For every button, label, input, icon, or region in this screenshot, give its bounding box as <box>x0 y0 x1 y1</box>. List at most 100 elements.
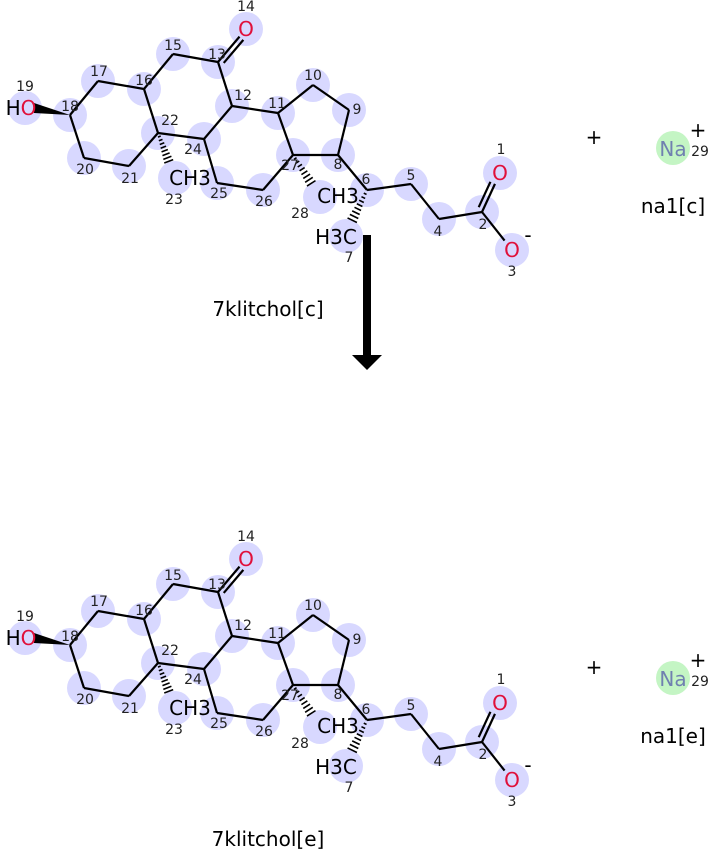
bond <box>481 211 506 242</box>
atom-number: 21 <box>121 171 139 187</box>
atom-number: 13 <box>208 577 226 593</box>
bond <box>337 684 368 721</box>
hashed-bond <box>293 687 316 717</box>
bond <box>481 713 496 743</box>
methyl-label: CH3 <box>317 184 359 208</box>
atom-number: 9 <box>353 102 362 118</box>
atom-number: 14 <box>237 0 255 15</box>
bond <box>222 39 245 64</box>
bond <box>97 79 145 91</box>
atom-number: 22 <box>161 643 179 659</box>
bond <box>262 154 294 191</box>
bond <box>276 642 295 686</box>
bond <box>366 712 412 722</box>
atom-number: 5 <box>407 698 416 714</box>
hashed-bond <box>347 722 367 754</box>
atom-number: 2 <box>479 217 488 233</box>
atom-number: 29 <box>691 674 709 690</box>
atom-highlight <box>158 691 192 725</box>
sodium-highlight <box>656 131 690 165</box>
methyl-label: H3C <box>315 225 357 249</box>
hashed-bond <box>157 135 174 164</box>
bonds <box>34 35 506 242</box>
oxygen-label: O <box>238 17 254 41</box>
atom-number: 5 <box>407 168 416 184</box>
bond <box>216 181 264 192</box>
atom-number: 8 <box>334 157 343 173</box>
bond <box>216 61 234 107</box>
atom-number: 3 <box>508 264 517 280</box>
atom-number: 26 <box>255 724 273 740</box>
bond <box>477 711 492 738</box>
bond <box>222 569 245 594</box>
atom-highlight <box>329 749 363 783</box>
atom-number: 28 <box>291 206 309 222</box>
atom-number: 10 <box>304 68 322 84</box>
atom-number: 25 <box>210 716 228 732</box>
bond <box>438 210 483 221</box>
hydroxyl-label: HO <box>6 626 37 650</box>
bond <box>216 711 264 722</box>
atom-number: 18 <box>61 99 79 115</box>
atom-number: 24 <box>184 142 202 158</box>
atom-number: 27 <box>281 688 299 704</box>
sodium-label: Na <box>659 137 686 161</box>
oxygen-label: O <box>492 691 508 715</box>
atom-number: 1 <box>497 142 506 158</box>
atom-highlights <box>8 542 529 797</box>
bond <box>312 84 350 111</box>
reactant-side: OOO-HOCH3CH3H3C1234567891011121314151617… <box>6 0 709 321</box>
atom-highlights <box>8 12 529 267</box>
atom-highlight <box>303 180 337 214</box>
atom-number: 3 <box>508 794 517 810</box>
atom-number: 7 <box>345 250 354 266</box>
ion-name: na1[e] <box>640 724 706 748</box>
atom-number: 4 <box>434 224 443 240</box>
atom-number: 22 <box>161 113 179 129</box>
atom-number: 13 <box>208 47 226 63</box>
ion-name: na1[c] <box>641 194 705 218</box>
oxygen-anion-label: O <box>504 768 520 792</box>
atom-number: 23 <box>165 722 183 738</box>
bond <box>337 154 368 191</box>
atom-number: 24 <box>184 672 202 688</box>
atom-number: 25 <box>210 186 228 202</box>
bond <box>277 614 314 644</box>
atom-number: 26 <box>255 194 273 210</box>
bond <box>336 639 351 686</box>
bond <box>69 610 99 646</box>
bond <box>481 741 506 772</box>
atom-highlight <box>303 710 337 744</box>
atom-number: 12 <box>234 88 252 104</box>
bond <box>217 565 241 593</box>
bond <box>157 661 205 671</box>
hashed-bond <box>157 665 174 694</box>
molecule-name: 7klitchol[c] <box>212 297 323 321</box>
bond <box>276 112 295 156</box>
atom-highlight <box>158 161 192 195</box>
atom-number: 19 <box>16 609 34 625</box>
bond <box>477 181 492 208</box>
bond <box>217 35 241 63</box>
negative-charge: - <box>524 753 531 777</box>
atom-number: 15 <box>164 568 182 584</box>
sodium-charge: + <box>690 648 707 672</box>
bond <box>336 109 351 156</box>
sodium-label: Na <box>659 667 686 691</box>
bond <box>481 183 496 213</box>
atom-number: 2 <box>479 747 488 763</box>
bond <box>68 114 86 159</box>
oxygen-label: O <box>238 547 254 571</box>
bond <box>410 183 440 220</box>
atom-highlight <box>495 763 529 797</box>
bond <box>277 84 314 114</box>
methyl-label: H3C <box>315 755 357 779</box>
bond <box>128 132 159 167</box>
bond <box>202 668 219 714</box>
wedge-bond <box>34 103 70 115</box>
bond <box>231 634 279 645</box>
bond <box>438 740 483 751</box>
bond <box>172 582 219 594</box>
atom-number: 29 <box>691 144 709 160</box>
